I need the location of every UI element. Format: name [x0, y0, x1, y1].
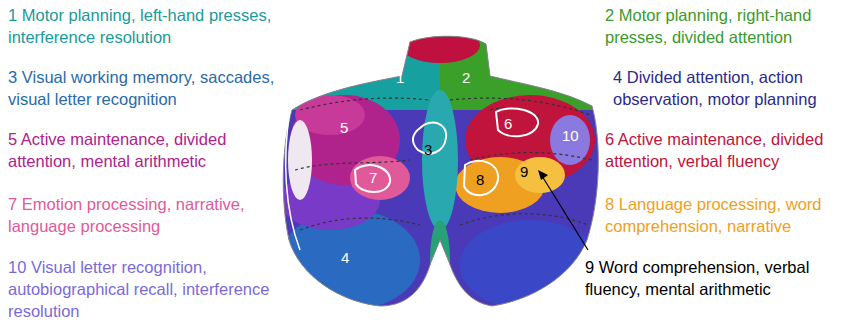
region-label: 9 Word comprehension, verbal fluency, me… [585, 256, 853, 300]
callout-number: 1 [396, 70, 404, 86]
callout-number: 3 [424, 142, 432, 158]
callout-number: 6 [504, 116, 512, 132]
region-label: 8 Language processing, word comprehensio… [605, 193, 853, 237]
region-label: 2 Motor planning, right-hand presses, di… [605, 4, 853, 48]
callout-number: 7 [369, 170, 377, 186]
callout-number: 10 [562, 128, 579, 144]
region-label: 5 Active maintenance, divided attention,… [8, 128, 293, 172]
region-label: 6 Active maintenance, divided attention,… [605, 128, 853, 172]
callout-number: 8 [476, 172, 484, 188]
region-label: 10 Visual letter recognition, autobiogra… [8, 256, 293, 322]
region-label: 3 Visual working memory, saccades, visua… [8, 66, 308, 110]
callout-number: 2 [462, 70, 470, 86]
callout-number: 5 [340, 120, 348, 136]
callout-number: 4 [341, 250, 349, 266]
region-label: 4 Divided attention, action observation,… [613, 66, 853, 110]
region-label: 1 Motor planning, left-hand presses, int… [8, 4, 308, 48]
callout-number: 9 [520, 164, 528, 180]
region-label: 7 Emotion processing, narrative, languag… [8, 193, 293, 237]
